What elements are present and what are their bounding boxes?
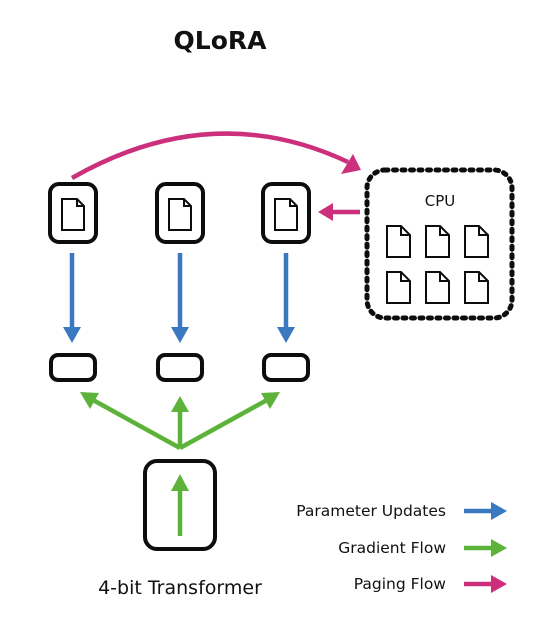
paging-flow-arc (70, 131, 361, 180)
adapter-2 (156, 353, 204, 382)
legend-parameter-updates: Parameter Updates (296, 502, 507, 520)
legend-gradient-flow: Gradient Flow (338, 539, 507, 557)
parameter-update-arrow-1 (63, 253, 81, 343)
adapter-1 (49, 353, 97, 382)
document-icon (464, 225, 489, 258)
document-icon (274, 198, 298, 231)
optimizer-state-2 (155, 182, 205, 244)
parameter-update-arrow-2 (171, 253, 189, 343)
document-icon (464, 271, 489, 304)
document-icon (386, 271, 411, 304)
paging-flow-arrow (318, 203, 360, 221)
base-model-label: 4-bit Transformer (98, 577, 262, 599)
cpu-box: CPU (364, 167, 515, 321)
legend: Parameter Updates Gradient Flow Paging F… (296, 502, 507, 593)
base-model-box (143, 459, 217, 551)
document-icon (386, 225, 411, 258)
document-icon (61, 198, 85, 231)
document-icon (425, 225, 450, 258)
diagram-title: QLoRA (174, 26, 268, 55)
gradient-flow-arrows (80, 392, 280, 450)
legend-label: Paging Flow (354, 575, 447, 593)
parameter-update-arrow-3 (277, 253, 295, 343)
document-icon (425, 271, 450, 304)
cpu-label: CPU (425, 192, 456, 210)
cpu-pages (386, 225, 489, 304)
adapter-3 (262, 353, 310, 382)
optimizer-state-3 (261, 182, 311, 244)
legend-label: Gradient Flow (338, 539, 446, 557)
legend-label: Parameter Updates (296, 502, 446, 520)
legend-paging-flow: Paging Flow (354, 575, 507, 593)
optimizer-state-1 (48, 182, 98, 244)
document-icon (168, 198, 192, 231)
